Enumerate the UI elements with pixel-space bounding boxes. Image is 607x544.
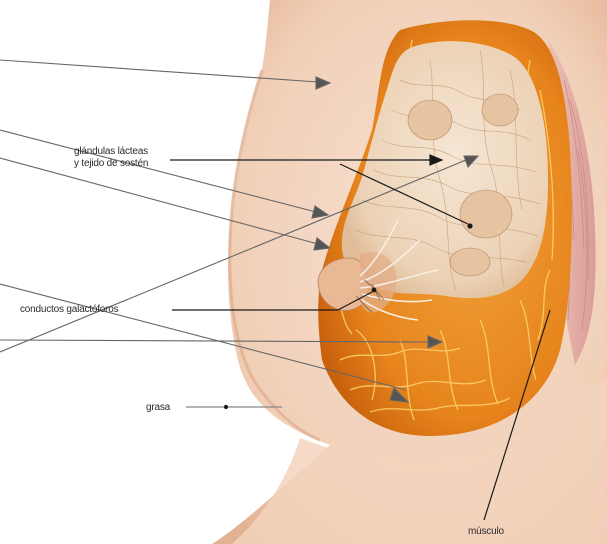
label-musculo: músculo xyxy=(468,526,504,538)
label-grasa: grasa xyxy=(146,402,170,414)
label-conductos-galactoforos: conductos galactóforos xyxy=(20,304,118,316)
leader-conductos-dot xyxy=(372,288,376,292)
leader-grasa-dot xyxy=(225,406,228,409)
label-glandulas-lacteas: glándulas lácteas xyxy=(74,146,148,158)
leader-glandulas-dot xyxy=(468,224,472,228)
label-tejido-de-sosten: y tejido de sostén xyxy=(74,158,148,170)
